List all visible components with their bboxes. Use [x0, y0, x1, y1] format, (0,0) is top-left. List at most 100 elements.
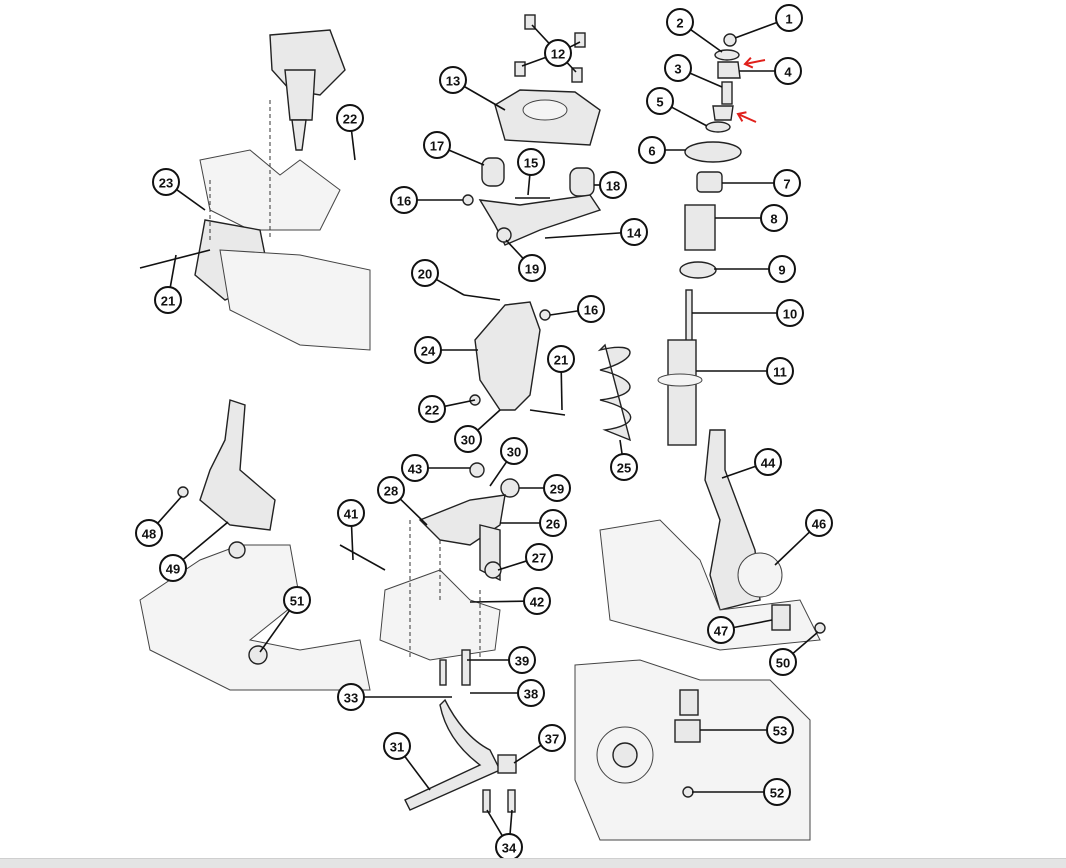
leader-line: [444, 399, 476, 408]
leader-line: [531, 24, 550, 45]
leader-line: [734, 21, 778, 39]
leader-line: [671, 106, 708, 127]
leader-line: [689, 72, 723, 88]
upper-mount-illustration: [494, 14, 601, 146]
callout-1: 1: [775, 4, 803, 32]
callout-43: 43: [401, 454, 429, 482]
callout-14: 14: [620, 218, 648, 246]
callout-number: 22: [343, 112, 357, 127]
callout-circle: [383, 732, 411, 760]
leader-line: [513, 744, 542, 764]
callout-circle: [664, 54, 692, 82]
callout-26: 26: [539, 509, 567, 537]
callout-48: 48: [135, 519, 163, 547]
callout-number: 51: [290, 594, 304, 609]
callout-circle: [774, 57, 802, 85]
callout-21: 21: [547, 345, 575, 373]
callout-circle: [517, 148, 545, 176]
leader-line: [350, 130, 356, 161]
callout-31: 31: [383, 732, 411, 760]
leader-line: [733, 619, 773, 629]
callout-circle: [525, 543, 553, 571]
callout-circle: [646, 87, 674, 115]
leader-line: [619, 439, 623, 455]
callout-number: 10: [783, 307, 797, 322]
callout-33: 33: [337, 683, 365, 711]
callout-29: 29: [543, 474, 571, 502]
lower-control-arm-illustration: [339, 462, 520, 813]
callout-number: 5: [656, 95, 663, 110]
callout-circle: [805, 509, 833, 537]
leader-line: [448, 149, 485, 166]
strut-assembly-illustration: [139, 29, 371, 351]
leader-line: [527, 174, 531, 196]
leader-line: [774, 531, 811, 566]
callout-5: 5: [646, 87, 674, 115]
callout-number: 24: [421, 344, 436, 359]
leader-line: [792, 631, 819, 655]
callout-number: 9: [778, 263, 785, 278]
callout-41: 41: [337, 499, 365, 527]
callout-number: 26: [546, 517, 560, 532]
leader-line: [399, 498, 428, 526]
callout-number: 21: [554, 353, 568, 368]
callout-19: 19: [518, 254, 546, 282]
callout-circle: [543, 474, 571, 502]
knuckle-illustration: [139, 399, 371, 691]
leader-line: [182, 521, 229, 561]
callout-51: 51: [283, 586, 311, 614]
leader-line: [259, 610, 291, 653]
callout-16: 16: [577, 295, 605, 323]
callout-circle: [763, 778, 791, 806]
callout-11: 11: [766, 357, 794, 385]
callout-number: 18: [606, 179, 620, 194]
callout-circle: [517, 679, 545, 707]
callout-53: 53: [766, 716, 794, 744]
callout-circle: [599, 171, 627, 199]
leader-line: [505, 239, 524, 260]
callout-number: 33: [344, 691, 358, 706]
callout-number: 16: [584, 303, 598, 318]
callout-circle: [401, 454, 429, 482]
callout-circle: [508, 646, 536, 674]
knuckle-installed-illustration: [599, 429, 826, 651]
callout-circle: [414, 336, 442, 364]
callout-circle: [336, 104, 364, 132]
callout-number: 14: [627, 226, 642, 241]
callout-number: 16: [397, 194, 411, 209]
callout-number: 30: [461, 433, 475, 448]
callout-number: 38: [524, 687, 538, 702]
leader-lines: [157, 21, 819, 837]
callout-circle: [754, 448, 782, 476]
callout-circle: [577, 295, 605, 323]
callout-circle: [159, 554, 187, 582]
callout-49: 49: [159, 554, 187, 582]
callout-number: 23: [159, 176, 173, 191]
callout-number: 19: [525, 262, 539, 277]
callout-21: 21: [154, 286, 182, 314]
callout-10: 10: [776, 299, 804, 327]
callout-number: 34: [502, 841, 517, 856]
callout-28: 28: [377, 476, 405, 504]
leader-line: [404, 755, 431, 791]
leader-line: [569, 41, 581, 48]
callout-circle: [390, 186, 418, 214]
callout-number: 52: [770, 786, 784, 801]
callout-24: 24: [414, 336, 442, 364]
callout-circle: [620, 218, 648, 246]
leader-line: [497, 560, 527, 571]
leader-line: [544, 232, 622, 239]
upper-control-arm-illustration: [462, 157, 602, 246]
callout-circle: [776, 299, 804, 327]
callout-22: 22: [336, 104, 364, 132]
callout-number: 7: [783, 177, 790, 192]
callout-circle: [423, 131, 451, 159]
callout-18: 18: [599, 171, 627, 199]
callout-circle: [538, 724, 566, 752]
callout-9: 9: [768, 255, 796, 283]
callout-number: 28: [384, 484, 398, 499]
bottom-scrollbar[interactable]: [0, 858, 1066, 868]
callout-22: 22: [418, 395, 446, 423]
